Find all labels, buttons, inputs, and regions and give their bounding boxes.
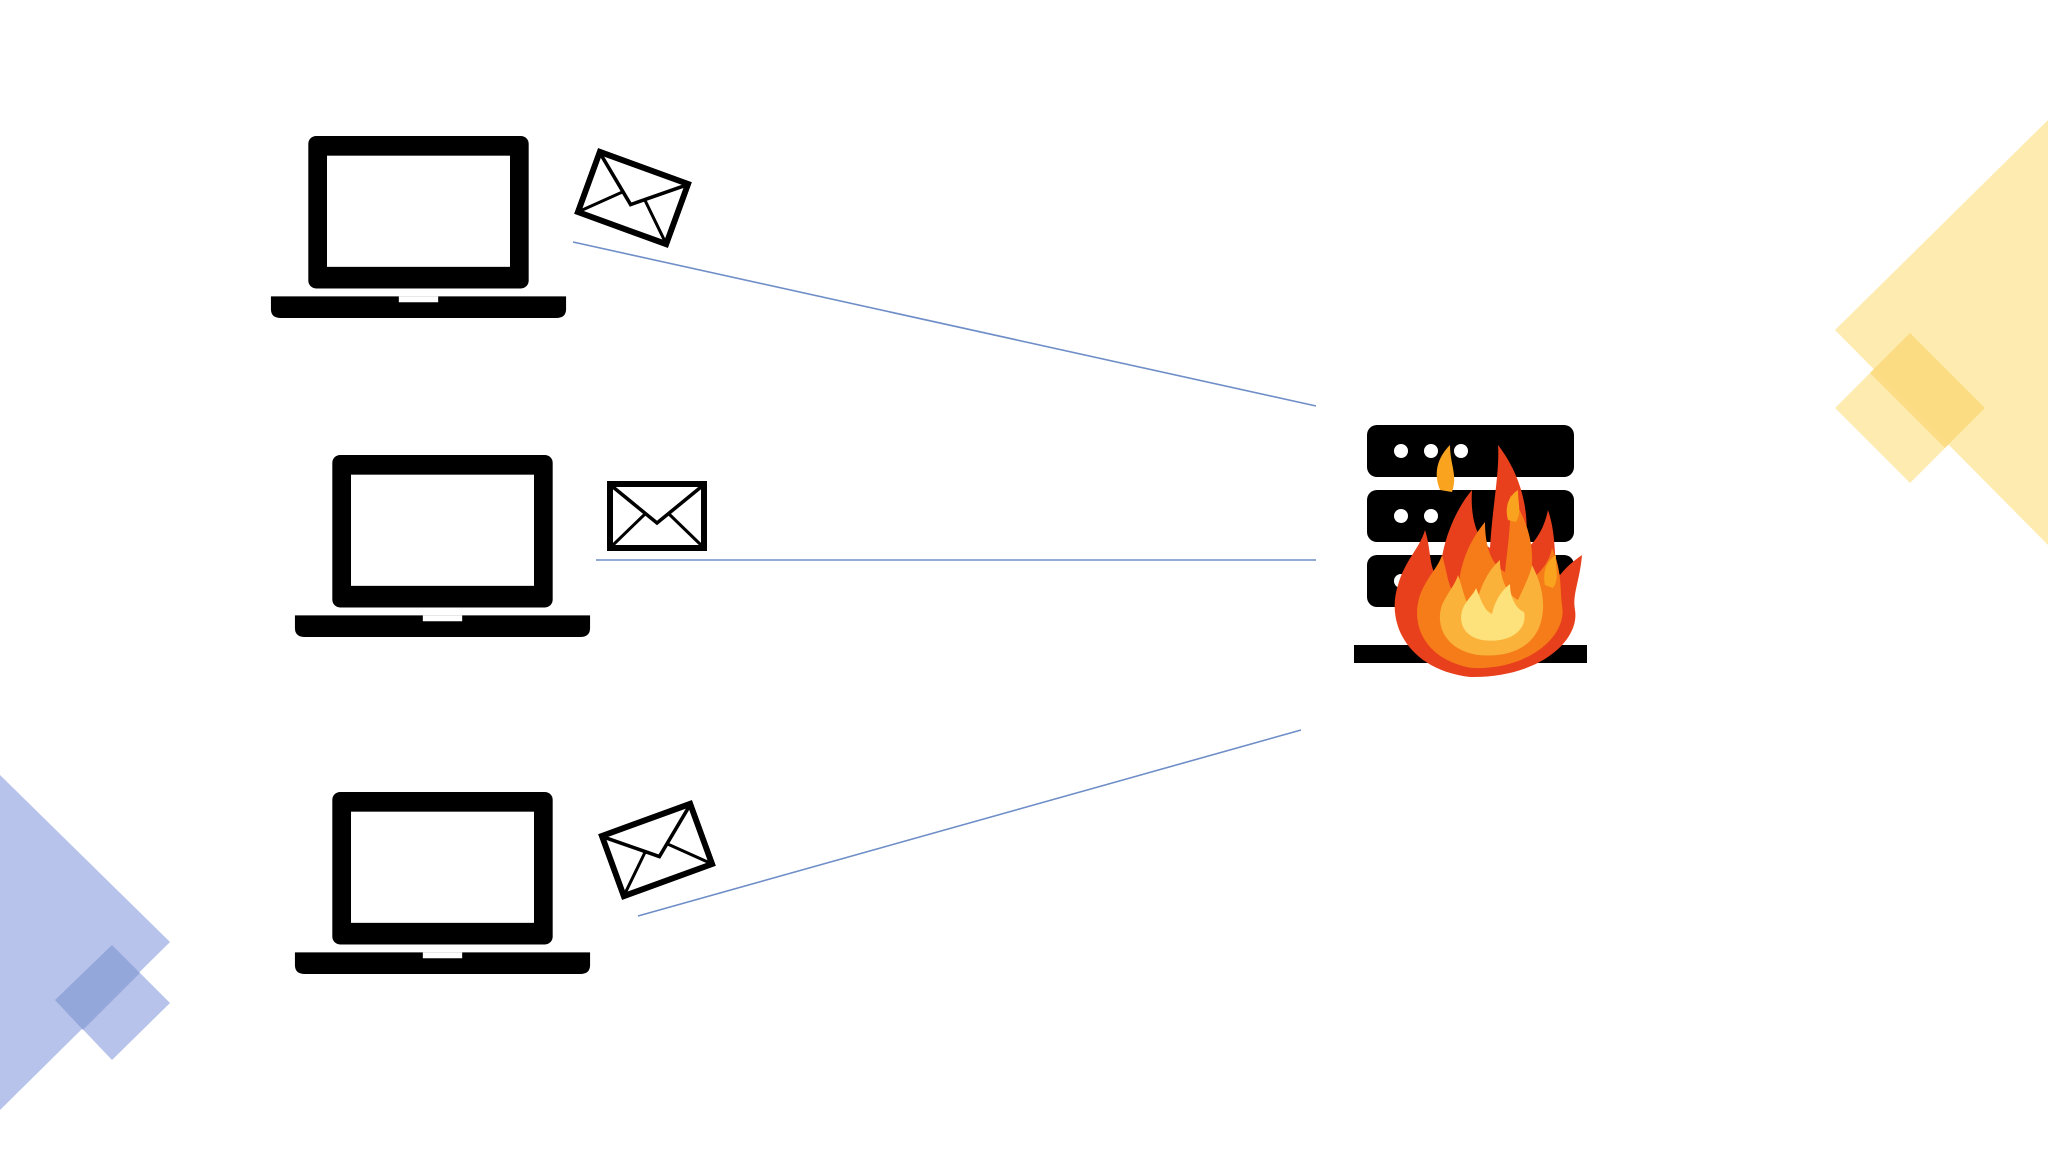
envelope-icon xyxy=(578,152,688,244)
deco-blue-diamonds xyxy=(0,775,170,1110)
deco-yellow-diamonds xyxy=(1835,120,2048,545)
laptop-icon xyxy=(294,792,591,974)
laptop-icon xyxy=(294,455,591,637)
laptop-icon xyxy=(270,136,567,318)
connection-lines xyxy=(572,241,1317,917)
connection-line-3 xyxy=(637,729,1302,917)
fire-icon xyxy=(1394,445,1582,678)
envelope-icon xyxy=(602,804,712,896)
envelope-icon xyxy=(610,484,704,548)
connection-line-1 xyxy=(572,241,1317,407)
